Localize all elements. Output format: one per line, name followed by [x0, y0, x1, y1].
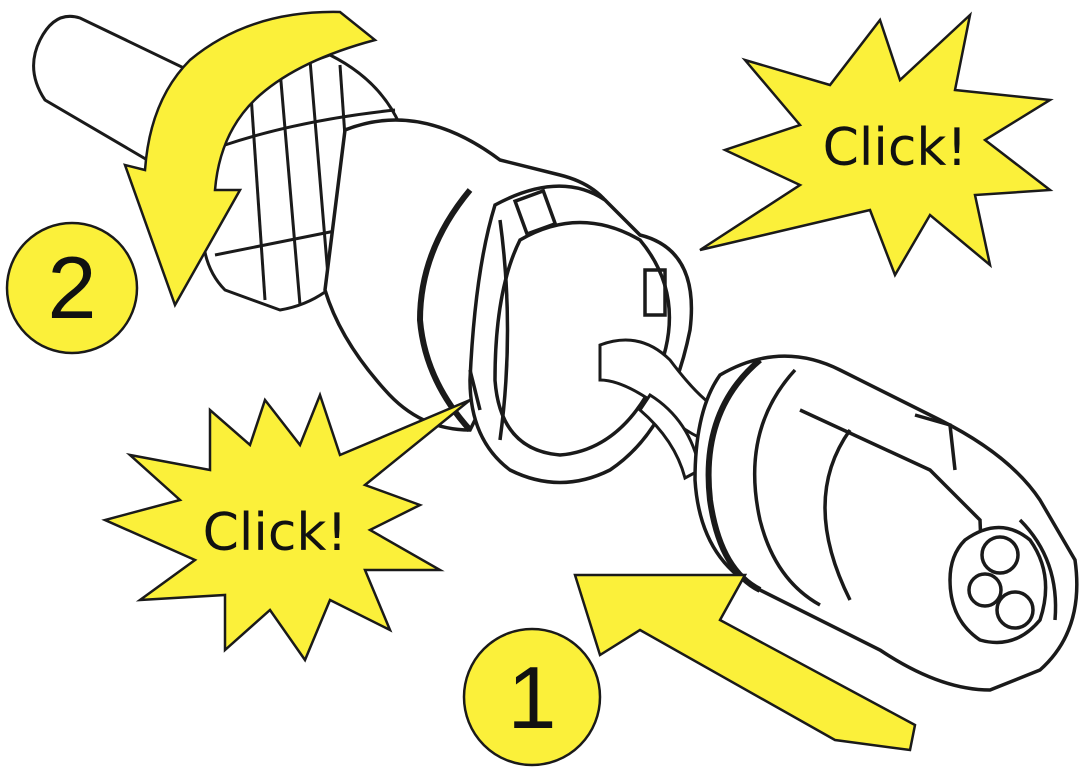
click-callout-bottom: Click! — [101, 391, 471, 663]
step-2-label: 2 — [48, 238, 97, 337]
click-callout-bottom-text: Click! — [203, 503, 348, 563]
click-callout-top: Click! — [699, 11, 1054, 278]
plug-connector — [693, 354, 1079, 692]
rotate-arrow-step-2 — [123, 10, 378, 308]
step-1-marker: 1 — [462, 627, 602, 767]
step-1-label: 1 — [508, 648, 557, 747]
insert-arrow-step-1 — [573, 573, 917, 752]
locking-ring — [468, 184, 694, 485]
step-2-marker: 2 — [5, 221, 139, 355]
click-callout-top-text: Click! — [823, 118, 968, 178]
